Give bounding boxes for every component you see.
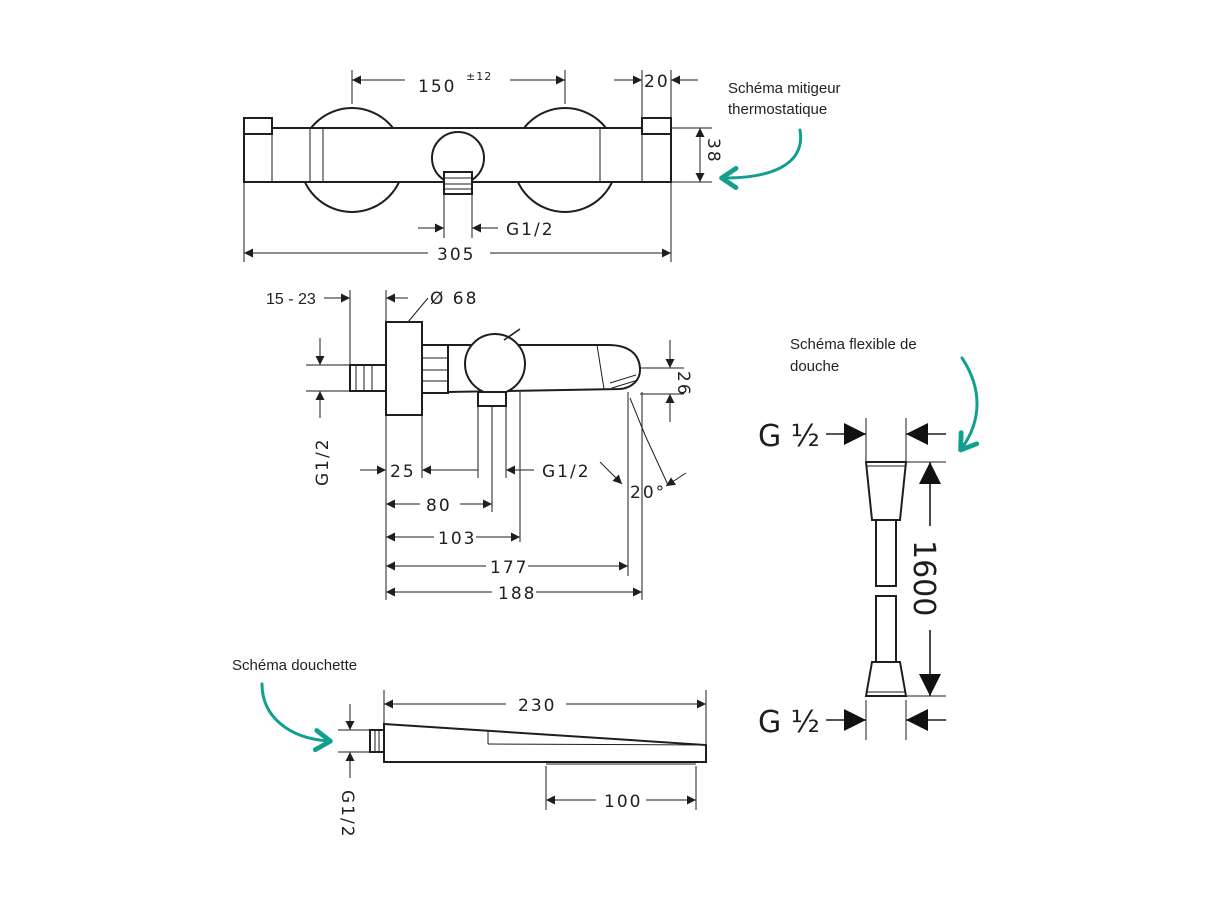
dim-20-degrees: 20° [630, 483, 666, 503]
note-mixer-line2: thermostatique [728, 101, 827, 118]
dim-25: 25 [390, 462, 416, 482]
hose-lower-section [875, 595, 897, 663]
dim-150-tolerance: ±12 [466, 70, 492, 83]
dim-26: 26 [673, 371, 693, 397]
dim-g12-side-outlet: G1/2 [542, 462, 591, 482]
knob-lever [503, 328, 521, 341]
hand-shower: 230 100 G1/2 [337, 690, 707, 839]
outlet-nipple [443, 171, 473, 195]
left-handle-cap [243, 117, 273, 135]
union-nut [421, 344, 449, 394]
dim-188: 188 [498, 584, 536, 604]
dim-103: 103 [438, 529, 476, 549]
dim-230: 230 [518, 696, 556, 716]
dim-305: 305 [437, 245, 475, 265]
dim-hose-bottom-thread: G ½ [758, 705, 820, 740]
wall-rosette-side [385, 321, 423, 416]
hose-arrow-icon [958, 356, 980, 453]
hose-upper-section [875, 519, 897, 587]
hose-bottom-fitting [864, 661, 908, 697]
wall-connector [349, 364, 387, 392]
outlet-thread-side [477, 391, 507, 407]
dim-38: 38 [703, 138, 723, 164]
control-knob [464, 333, 526, 395]
mixer-side-view: 15 - 23 Ø 68 G1/2 26 25 G1/2 [266, 289, 693, 604]
dim-1600: 1600 [906, 540, 941, 616]
dim-150: 150 [418, 77, 456, 97]
mixer-top-view: 150 ±12 20 38 G1/2 305 [243, 70, 723, 265]
hose-top-fitting [864, 461, 908, 521]
shower-thread [369, 729, 385, 753]
shower-hose: G ½ 1600 G ½ [758, 418, 946, 740]
dim-177: 177 [490, 558, 528, 578]
dim-20: 20 [644, 72, 670, 92]
dim-100: 100 [604, 792, 642, 812]
dim-g12-outlet: G1/2 [506, 220, 555, 240]
dim-g12-shower: G1/2 [337, 790, 357, 839]
shower-handle-body [383, 722, 707, 763]
dim-15-23: 15 - 23 [266, 291, 316, 308]
note-mixer-line1: Schéma mitigeur [728, 80, 841, 97]
right-handle-cap [641, 117, 672, 135]
dim-g12-inlet: G1/2 [313, 437, 333, 486]
dim-hose-top-thread: G ½ [758, 419, 820, 454]
note-shower: Schéma douchette [232, 657, 357, 674]
dim-80: 80 [426, 496, 452, 516]
note-hose-line2: douche [790, 358, 839, 375]
dim-diameter-68: Ø 68 [430, 289, 478, 309]
mixer-arrow-icon [719, 128, 803, 190]
note-hose-line1: Schéma flexible de [790, 336, 917, 353]
shower-arrow-icon [260, 682, 333, 753]
